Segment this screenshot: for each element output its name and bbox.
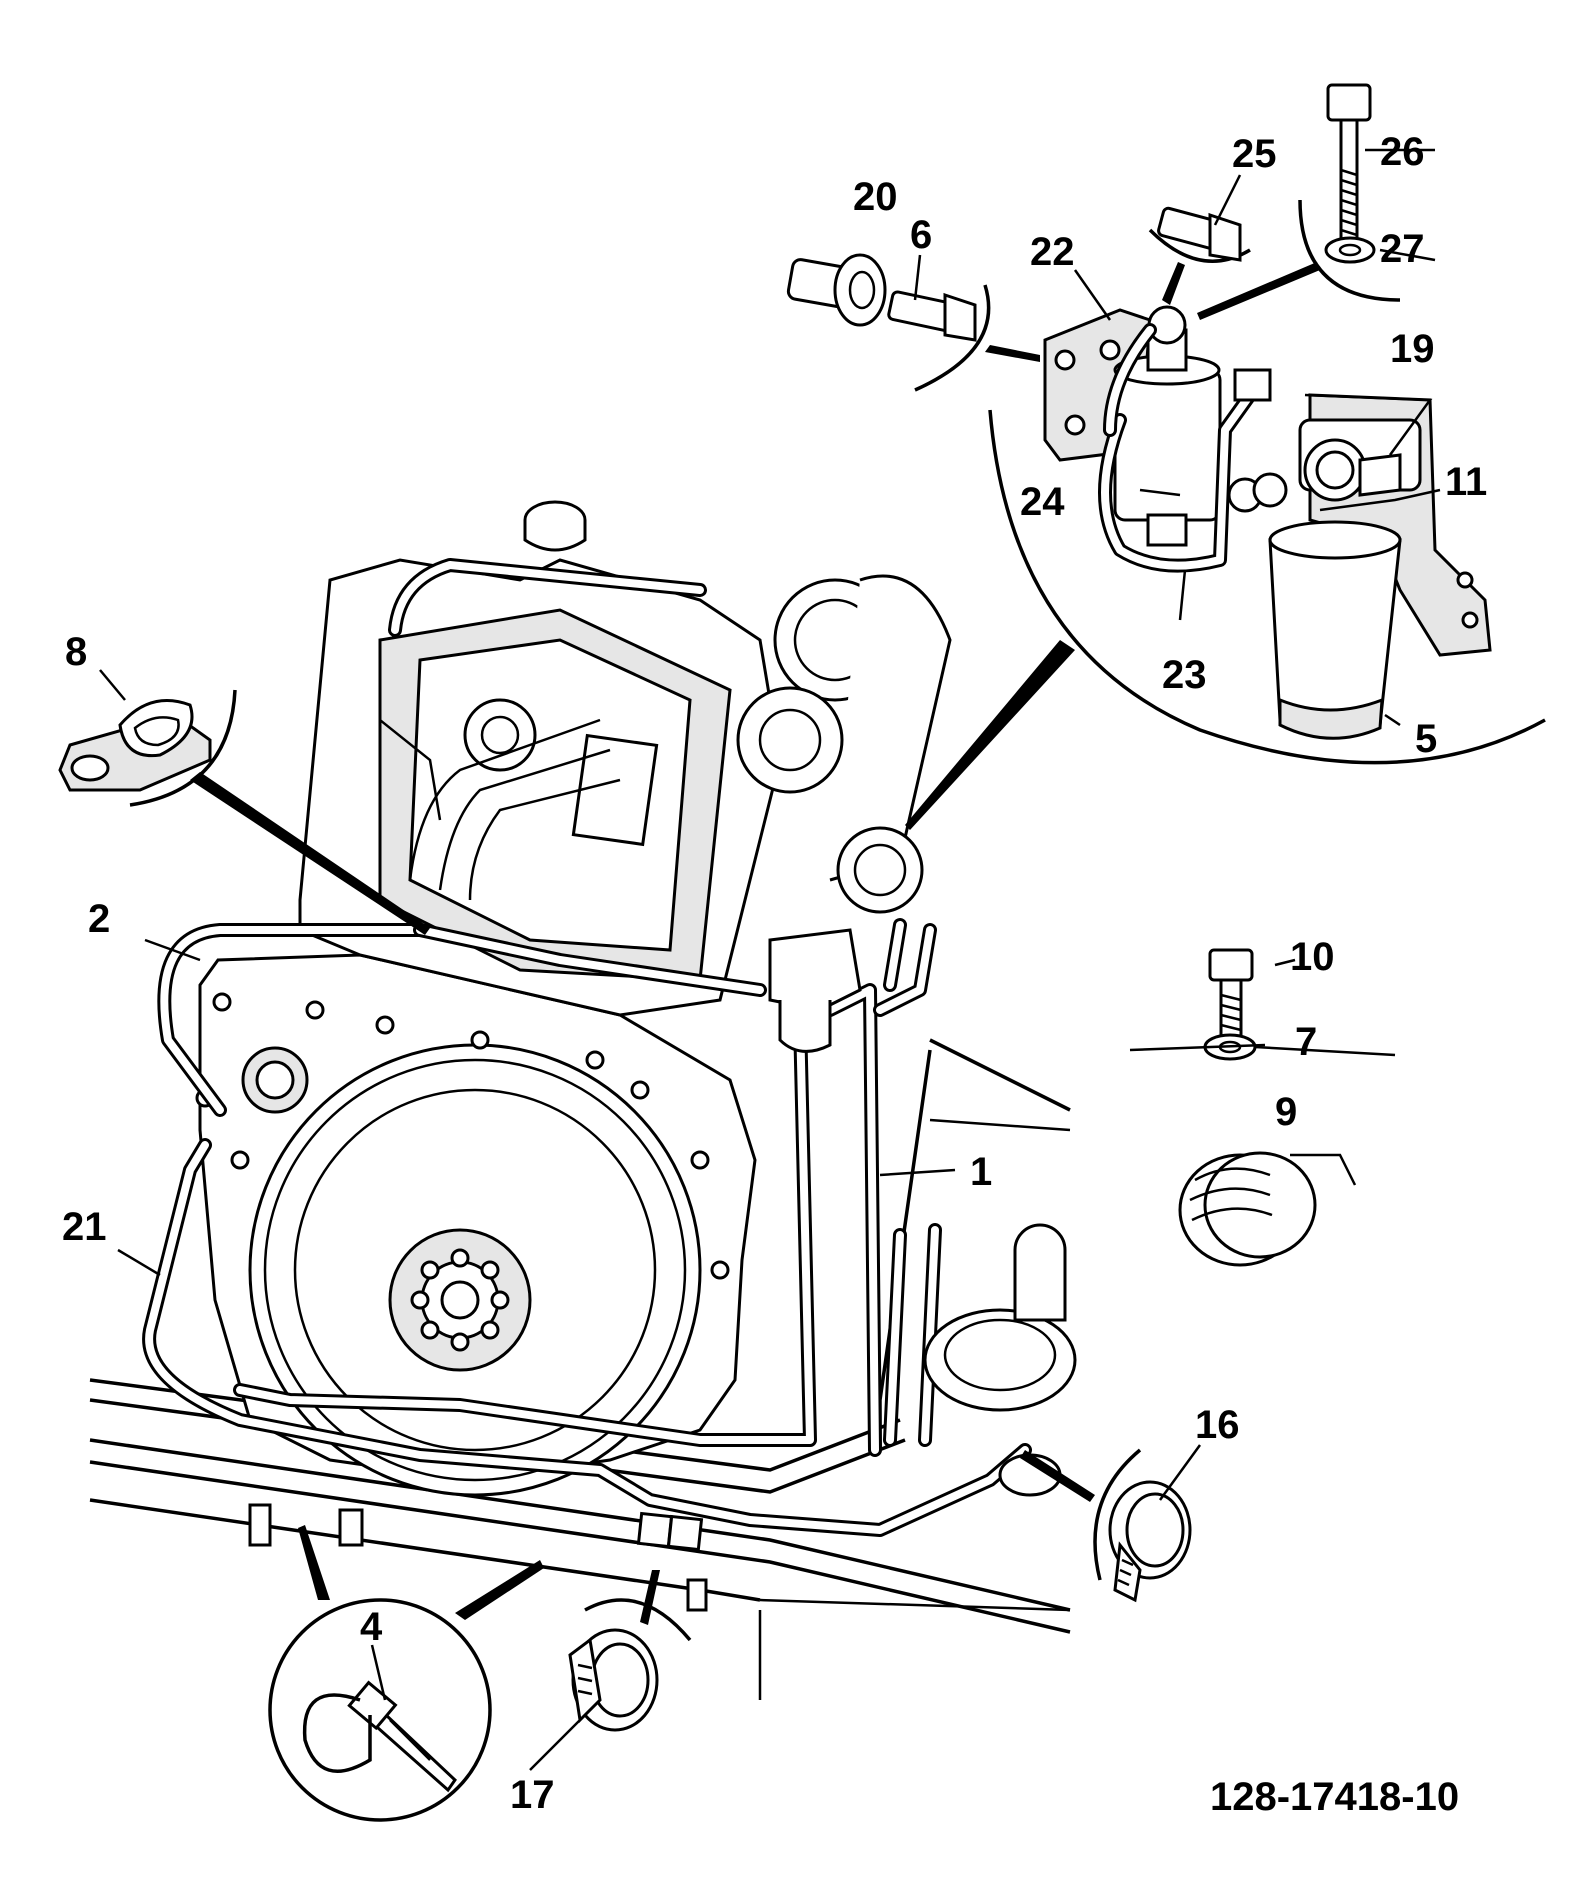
callout-1: 1: [970, 1150, 992, 1194]
callout-16: 16: [1195, 1403, 1240, 1447]
callout-9: 9: [1275, 1090, 1297, 1134]
tank-sender-unit: [923, 1223, 1077, 1497]
callout-2: 2: [88, 897, 110, 941]
bolt-10-detail: [1208, 948, 1254, 1042]
bolt-25-detail: [1148, 206, 1251, 305]
engine-block: [195, 500, 952, 1497]
callout-10: 10: [1290, 935, 1335, 979]
callout-11: 11: [1445, 460, 1487, 504]
detail-leaders: [190, 640, 1095, 1625]
plug-9-detail: [1178, 1151, 1317, 1267]
callout-22: 22: [1030, 230, 1075, 274]
bolt-6-detail: [887, 284, 1040, 392]
pipe-stubs: [873, 918, 942, 1447]
callout-7: 7: [1295, 1020, 1317, 1064]
callout-27: 27: [1380, 227, 1425, 271]
hose-connector: [636, 1511, 704, 1552]
document-number: 128-17418-10: [1210, 1775, 1459, 1819]
cable-tie-4-detail: [268, 1598, 492, 1822]
spacer-20: [786, 253, 887, 327]
clip-17-detail: [568, 1598, 692, 1732]
callout-25: 25: [1232, 132, 1277, 176]
callout-8: 8: [65, 630, 87, 674]
callout-20: 20: [853, 175, 898, 219]
callout-21: 21: [62, 1205, 107, 1249]
bracket-8-detail: [58, 689, 237, 807]
filter-detail-circle: [988, 305, 1546, 765]
callout-19: 19: [1390, 327, 1435, 371]
callout-26: 26: [1380, 130, 1425, 174]
callout-6: 6: [910, 213, 932, 257]
fuel-hose-21: [142, 1138, 1032, 1537]
leader-lines: [99, 148, 1441, 1771]
callout-17: 17: [510, 1773, 555, 1817]
engine-filter-assembly: [768, 826, 924, 1053]
callout-23: 23: [1162, 653, 1207, 697]
callout-labels: 1 2 4 5 6 7 8 9 10 11 16 17 19 20 21 22 …: [62, 130, 1487, 1817]
clip-16-detail: [1093, 1448, 1192, 1603]
callout-4: 4: [360, 1605, 383, 1649]
callout-24: 24: [1020, 480, 1065, 524]
callout-5: 5: [1415, 717, 1437, 761]
fuel-hose-2: [157, 923, 767, 1117]
fuel-hose-1: [233, 983, 882, 1457]
bolt-26-detail: [1197, 83, 1401, 320]
